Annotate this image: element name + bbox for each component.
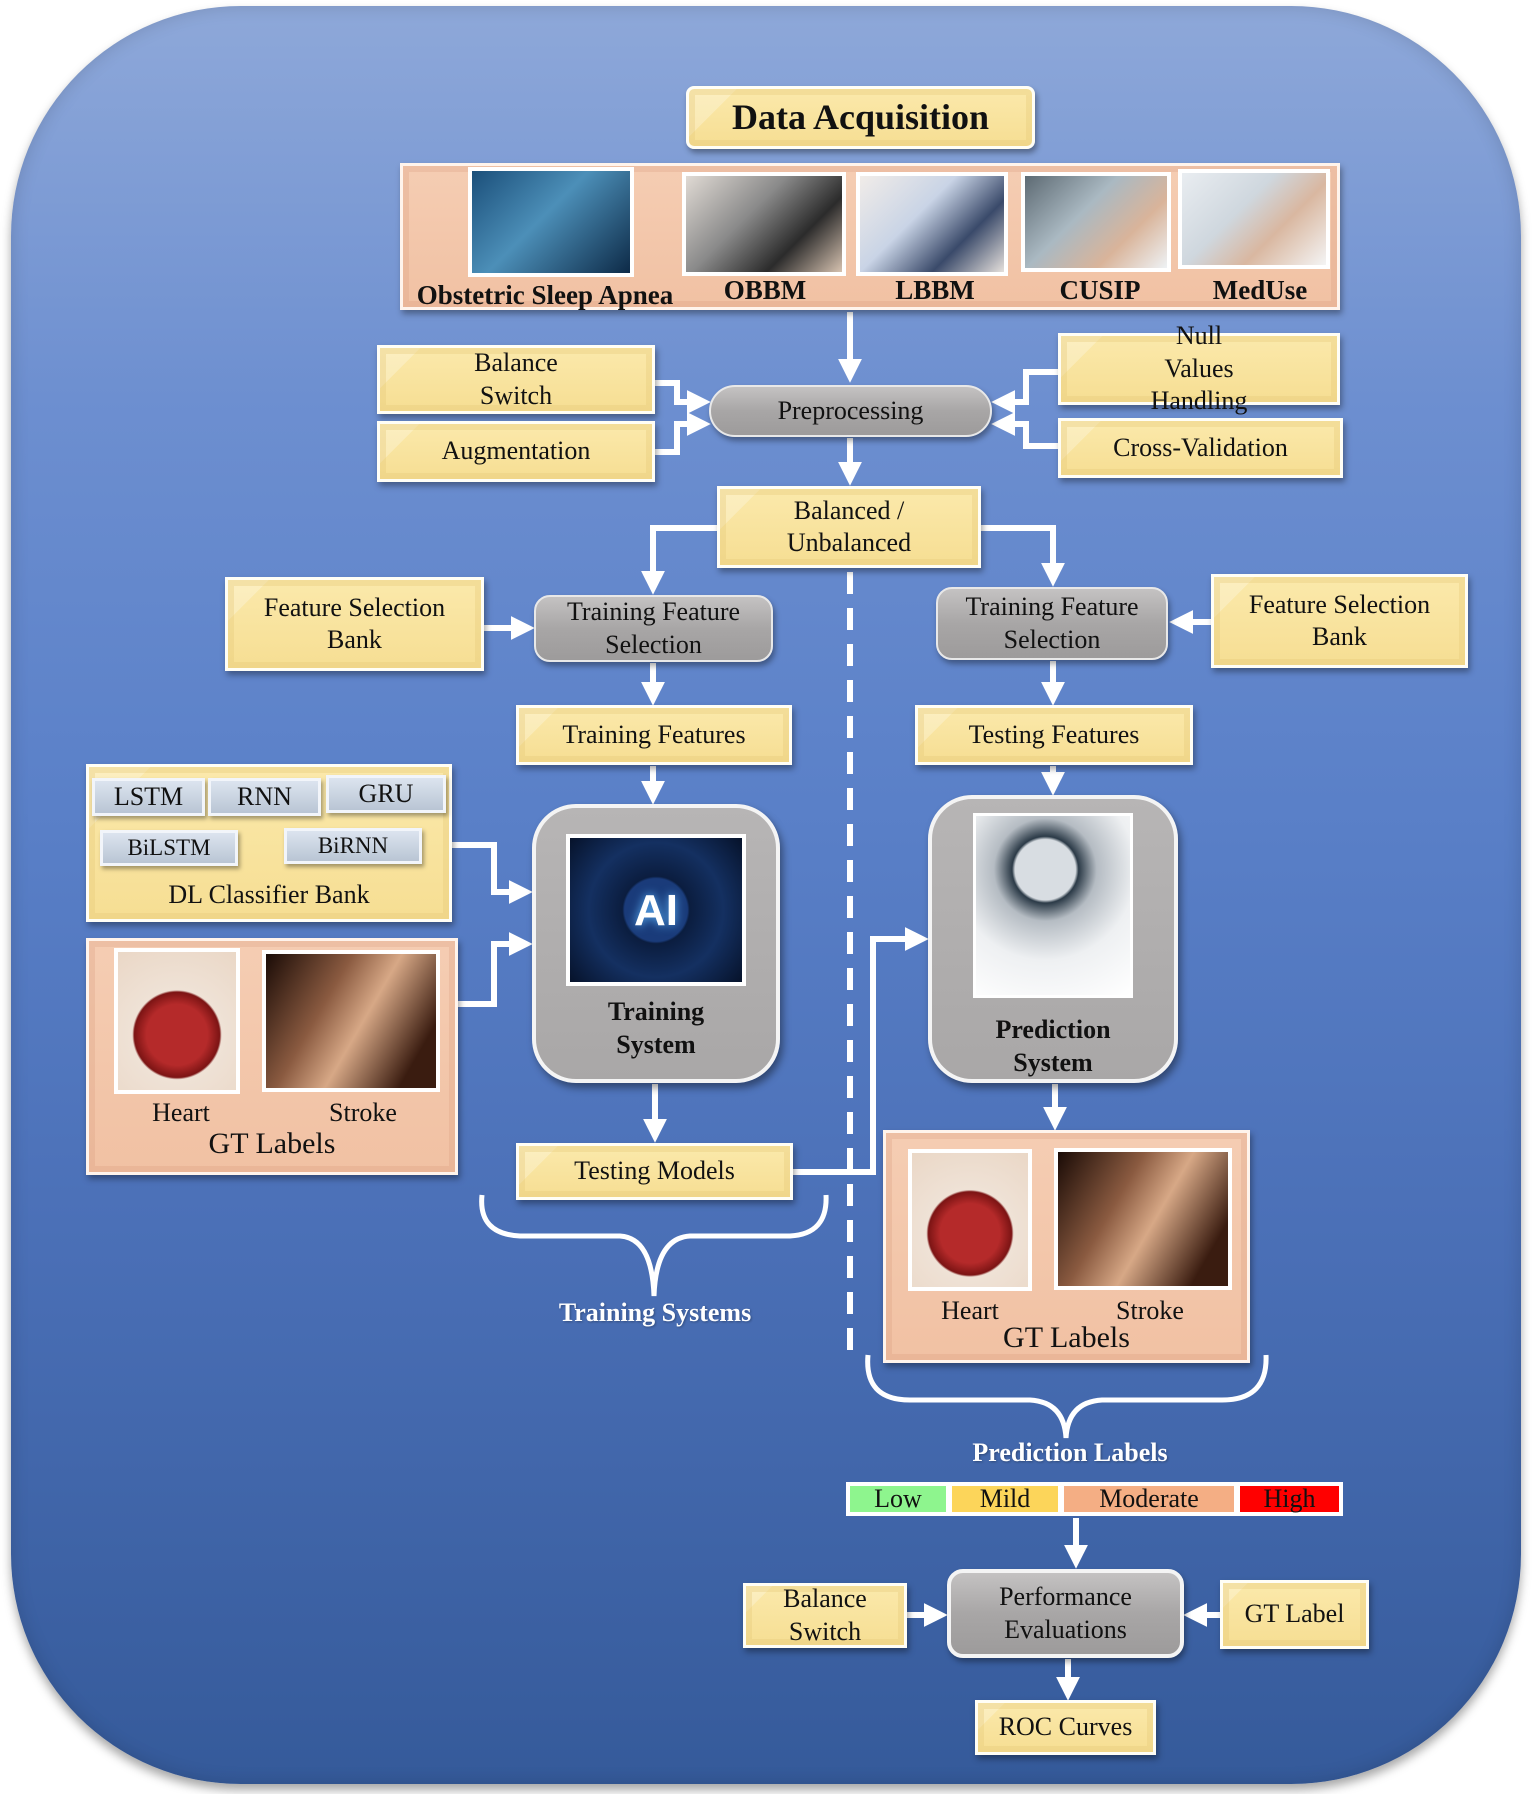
cross-validation-box: Cross-Validation [1058, 418, 1343, 478]
testing-features-box: Testing Features [915, 705, 1193, 765]
gt-label-eval-box: GT Label [1220, 1580, 1369, 1649]
ai-badge: AI [634, 885, 678, 935]
gt-stroke-label-left: Stroke [329, 1098, 397, 1127]
gt-labels-right-title: GT Labels [1003, 1320, 1130, 1354]
level-mild: Mild [952, 1484, 1058, 1513]
ai-chip-image: AI [566, 834, 746, 986]
model-chip-bilstm: BiLSTM [100, 830, 238, 866]
model-chip-birnn: BiRNN [284, 828, 422, 864]
prediction-labels-title: Prediction Labels [972, 1438, 1168, 1467]
level-high: High [1240, 1484, 1339, 1513]
level-low: Low [850, 1484, 946, 1513]
balance-switch-eval-box: Balance Switch [743, 1583, 907, 1648]
model-chip-lstm: LSTM [92, 778, 205, 816]
training-feature-selection-right: Training Feature Selection [936, 587, 1168, 660]
stroke-image-left [262, 950, 440, 1092]
prediction-system: Prediction System [928, 795, 1178, 1083]
source-label-lbbm: LBBM [895, 275, 975, 305]
heart-image-left [114, 948, 240, 1094]
gt-heart-label-right: Heart [941, 1296, 999, 1325]
model-chip-rnn: RNN [208, 778, 321, 816]
preprocessing-box: Preprocessing [709, 385, 992, 437]
gt-heart-label-left: Heart [152, 1098, 210, 1127]
lbbm-image [856, 172, 1008, 276]
source-label-obbm: OBBM [723, 275, 807, 305]
robot-image [973, 813, 1133, 998]
source-label-cusip: CUSIP [1059, 275, 1141, 305]
heart-image-right [908, 1149, 1032, 1291]
feature-selection-bank-right: Feature Selection Bank [1211, 574, 1468, 668]
stroke-image-right [1054, 1148, 1232, 1290]
prediction-system-label: Prediction System [995, 1015, 1111, 1077]
training-features-box: Training Features [516, 705, 792, 765]
level-moderate: Moderate [1064, 1484, 1234, 1513]
training-system: AI Training System [532, 804, 780, 1083]
augmentation-box: Augmentation [377, 421, 655, 482]
training-feature-selection-left: Training Feature Selection [534, 595, 773, 662]
balance-switch-box: Balance Switch [377, 345, 655, 414]
source-label-meduse: MedUse [1212, 275, 1308, 305]
null-values-box: Null Values Handling [1058, 321, 1340, 415]
gt-stroke-label-right: Stroke [1116, 1296, 1184, 1325]
testing-models-box: Testing Models [516, 1143, 793, 1200]
roc-curves-box: ROC Curves [975, 1700, 1156, 1755]
obbm-image [682, 172, 846, 276]
balanced-unbalanced-box: Balanced / Unbalanced [717, 486, 981, 568]
performance-evaluations-box: Performance Evaluations [947, 1569, 1184, 1658]
dl-classifier-bank-label: DL Classifier Bank [168, 879, 370, 909]
gt-labels-left-title: GT Labels [208, 1126, 336, 1160]
cusip-image [1021, 172, 1171, 272]
model-chip-gru: GRU [326, 775, 446, 813]
training-system-label: Training System [607, 997, 705, 1059]
data-acquisition-title: Data Acquisition [686, 86, 1035, 149]
feature-selection-bank-left: Feature Selection Bank [225, 577, 484, 671]
meduse-image [1178, 169, 1330, 269]
source-label-sleep-apnea: Obstetric Sleep Apnea [416, 280, 674, 310]
prediction-level-legend: Low Mild Moderate High [846, 1482, 1343, 1516]
training-systems-label: Training Systems [558, 1298, 752, 1327]
sleep-apnea-image [468, 167, 634, 277]
